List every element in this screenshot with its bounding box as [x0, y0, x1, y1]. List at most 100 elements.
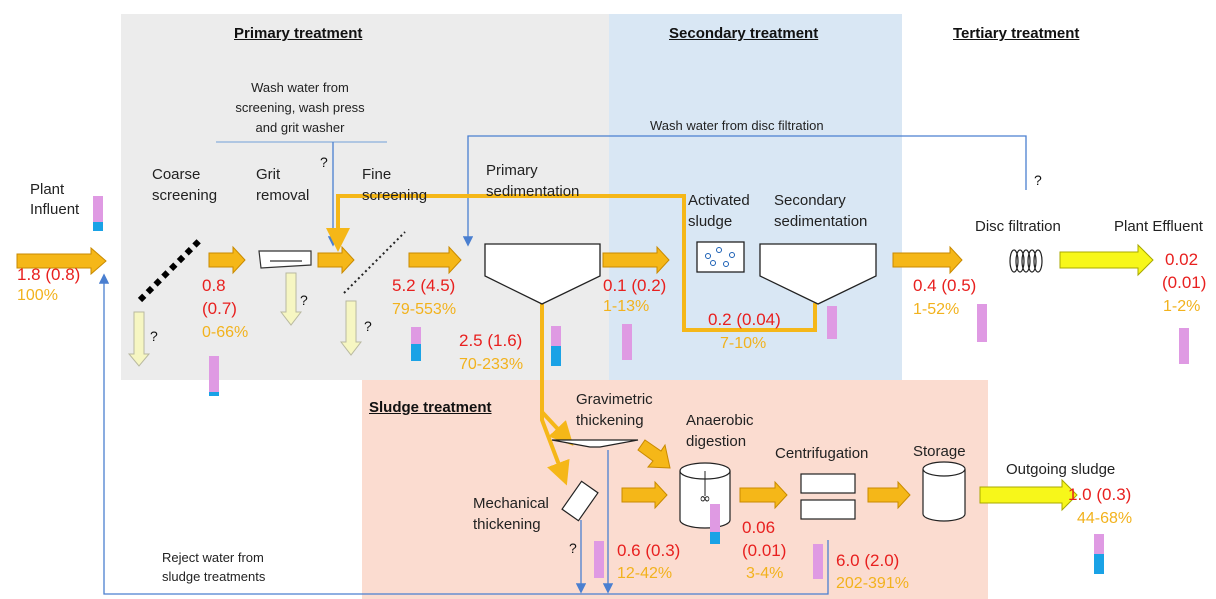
disc-wash-note: Wash water from disc filtration	[650, 118, 824, 133]
outgoing-load: 1.0 (0.3)	[1068, 485, 1132, 504]
centrifuge-reject-bar	[813, 544, 823, 579]
mech-reject-percent: 12-42%	[617, 565, 673, 582]
secsed-out-percent: 1-52%	[913, 301, 960, 318]
gravimetric-thickener-icon	[551, 439, 639, 448]
mech-to-digestion-arrow	[621, 480, 668, 510]
secondary-clarifier-icon	[759, 243, 877, 305]
primsed-to-activated-arrow	[602, 245, 670, 275]
outgoing-sludge-label: Outgoing sludge	[1006, 461, 1116, 478]
grit-chamber-icon	[258, 250, 312, 269]
centrifugation-label: Centrifugation	[775, 445, 869, 462]
coarse-unknown: ?	[150, 328, 158, 344]
disc-wash-return-line	[462, 135, 1027, 247]
centrifuge-reject-load: 6.0 (2.0)	[836, 551, 900, 570]
primary-clarifier-icon	[484, 243, 601, 305]
plant-effluent-label: Plant Effluent	[1114, 218, 1203, 235]
wash-water-note: Wash water from screening, wash press an…	[235, 80, 365, 135]
grit-removal-arrow	[279, 272, 303, 326]
disc-filtration-label: Disc filtration	[975, 218, 1061, 235]
mechanical-thickener-icon	[561, 480, 599, 522]
wash-water-unknown: ?	[320, 154, 328, 170]
coarse-bar	[209, 356, 219, 396]
secsed-to-disc-arrow	[892, 245, 963, 275]
coarse-load-1: 0.8	[202, 276, 226, 295]
secondary-treatment-heading: Secondary treatment	[669, 25, 819, 42]
primary-sludge-load: 2.5 (1.6)	[459, 331, 523, 350]
disc-filter-icon	[1009, 249, 1043, 273]
effluent-arrow	[1059, 243, 1154, 277]
influent-arrow	[16, 246, 107, 276]
return-sludge-percent: 7-10%	[720, 335, 767, 352]
primsed-out-percent: 1-13%	[603, 298, 650, 315]
sludge-treatment-heading: Sludge treatment	[369, 399, 492, 416]
centrifuge-icon	[800, 473, 856, 520]
mech-reject-load: 0.6 (0.3)	[617, 541, 681, 560]
coarse-load-2: (0.7)	[202, 299, 237, 318]
influent-percent: 100%	[17, 287, 58, 304]
reject-water-note: Reject water from sludge treatments	[162, 550, 266, 584]
coarse-screening-label: Coarse screening	[152, 166, 218, 204]
secsed-out-bar	[977, 304, 987, 342]
grit-removal-label: Grit removal	[256, 166, 310, 204]
outgoing-arrow	[979, 478, 1078, 512]
storage-label: Storage	[913, 443, 966, 460]
effluent-bar	[1179, 328, 1189, 364]
return-sludge-bar	[827, 306, 837, 339]
reject-water-return-line	[98, 273, 829, 595]
digestion-to-centrifuge-arrow	[739, 480, 788, 510]
digestion-load-2: (0.01)	[742, 541, 787, 560]
influent-bar	[93, 196, 103, 231]
digestion-load-1: 0.06	[742, 518, 776, 537]
outgoing-bar	[1094, 534, 1104, 574]
primary-sludge-line	[540, 304, 574, 446]
grit-to-fine-arrow	[317, 245, 355, 275]
grav-to-digestion-arrow	[637, 439, 671, 469]
coarse-to-grit-arrow	[208, 245, 246, 275]
primary-treatment-heading: Primary treatment	[234, 25, 363, 42]
svg-text:∞: ∞	[699, 491, 711, 507]
grit-unknown: ?	[300, 292, 308, 308]
return-sludge-line	[326, 194, 817, 332]
centrifuge-reject-percent: 202-391%	[836, 575, 909, 592]
return-sludge-load: 0.2 (0.04)	[708, 310, 781, 329]
secondary-sedimentation-label: Secondary sedimentation	[774, 192, 868, 230]
tertiary-treatment-heading: Tertiary treatment	[953, 25, 1080, 42]
coarse-screen-icon	[137, 236, 204, 303]
anaerobic-digestion-label: Anaerobic digestion	[686, 412, 754, 450]
digestion-percent: 3-4%	[746, 565, 784, 582]
fine-screening-removal-arrow	[339, 300, 363, 356]
digestion-bar	[710, 504, 720, 544]
fine-unknown: ?	[364, 318, 372, 334]
fine-load: 5.2 (4.5)	[392, 276, 456, 295]
activated-sludge-label: Activated sludge	[688, 192, 750, 230]
primary-sedimentation-label: Primary sedimentation	[486, 162, 580, 200]
effluent-load-2: (0.01)	[1162, 273, 1207, 292]
effluent-percent: 1-2%	[1163, 298, 1201, 315]
coarse-screening-removal-arrow	[127, 311, 151, 367]
primary-sludge-percent: 70-233%	[459, 356, 524, 373]
fine-screening-label: Fine screening	[362, 166, 428, 204]
digester-icon: ∞	[679, 462, 731, 529]
activated-sludge-tank-icon	[696, 241, 745, 273]
sludge-to-mech-line	[540, 412, 570, 486]
primsed-out-load: 0.1 (0.2)	[603, 276, 667, 295]
mech-unknown: ?	[569, 540, 577, 556]
primary-sludge-bar	[551, 326, 561, 366]
secsed-out-load: 0.4 (0.5)	[913, 276, 977, 295]
fine-percent: 79-553%	[392, 301, 457, 318]
coarse-percent: 0-66%	[202, 324, 249, 341]
plant-influent-label: Plant Influent	[30, 181, 80, 218]
mechanical-thickening-label: Mechanical thickening	[473, 495, 549, 533]
outgoing-percent: 44-68%	[1077, 510, 1133, 527]
gravimetric-thickening-label: Gravimetric thickening	[576, 391, 653, 429]
fine-screen-icon	[343, 231, 406, 294]
mech-reject-bar	[594, 541, 604, 578]
fine-bar	[411, 327, 421, 361]
fine-to-primsed-arrow	[408, 245, 462, 275]
disc-wash-unknown: ?	[1034, 172, 1042, 188]
primsed-out-bar	[622, 324, 632, 360]
storage-tank-icon	[922, 461, 966, 522]
influent-load: 1.8 (0.8)	[17, 265, 81, 284]
centrifuge-to-storage-arrow	[867, 480, 911, 510]
